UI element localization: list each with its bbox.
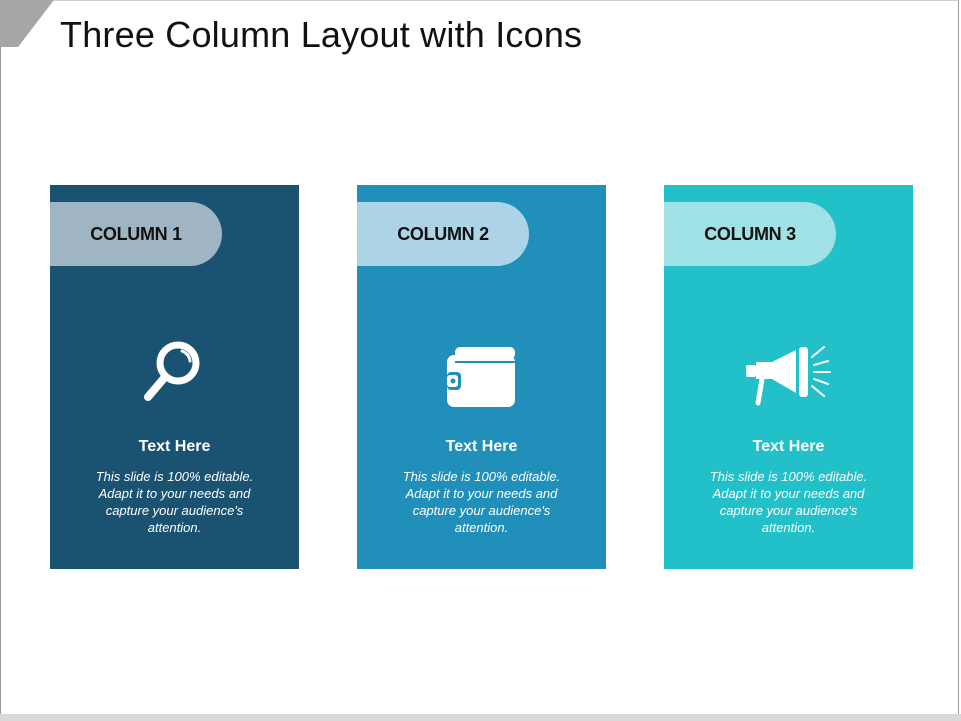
column-heading: Text Here: [445, 438, 518, 455]
column-label: COLUMN 2: [397, 223, 489, 244]
corner-decoration: [0, 0, 54, 47]
column-label: COLUMN 1: [90, 223, 182, 244]
column-card-3: COLUMN 3 Text Here This slide is 100% ed…: [664, 185, 913, 569]
megaphone-icon: [746, 346, 831, 406]
column-body-text: This slide is 100% editable. Adapt it to…: [95, 469, 254, 535]
column-heading: Text Here: [138, 438, 211, 455]
column-tab-1: COLUMN 1: [50, 202, 222, 266]
magnifier-icon: [144, 341, 200, 401]
slide-title: Three Column Layout with Icons: [60, 14, 583, 55]
column-label: COLUMN 3: [704, 223, 796, 244]
column-card-1: COLUMN 1 Text Here This slide is 100% ed…: [50, 185, 299, 569]
column-heading: Text Here: [752, 438, 825, 455]
column-tab-2: COLUMN 2: [357, 202, 529, 266]
column-tab-3: COLUMN 3: [664, 202, 836, 266]
column-body-text: This slide is 100% editable. Adapt it to…: [402, 469, 561, 535]
column-body-text: This slide is 100% editable. Adapt it to…: [709, 469, 868, 535]
column-card-2: COLUMN 2 Text Here This slide is 100% ed…: [357, 185, 606, 569]
wallet-icon: [447, 347, 515, 407]
bottom-bar: [0, 714, 961, 721]
